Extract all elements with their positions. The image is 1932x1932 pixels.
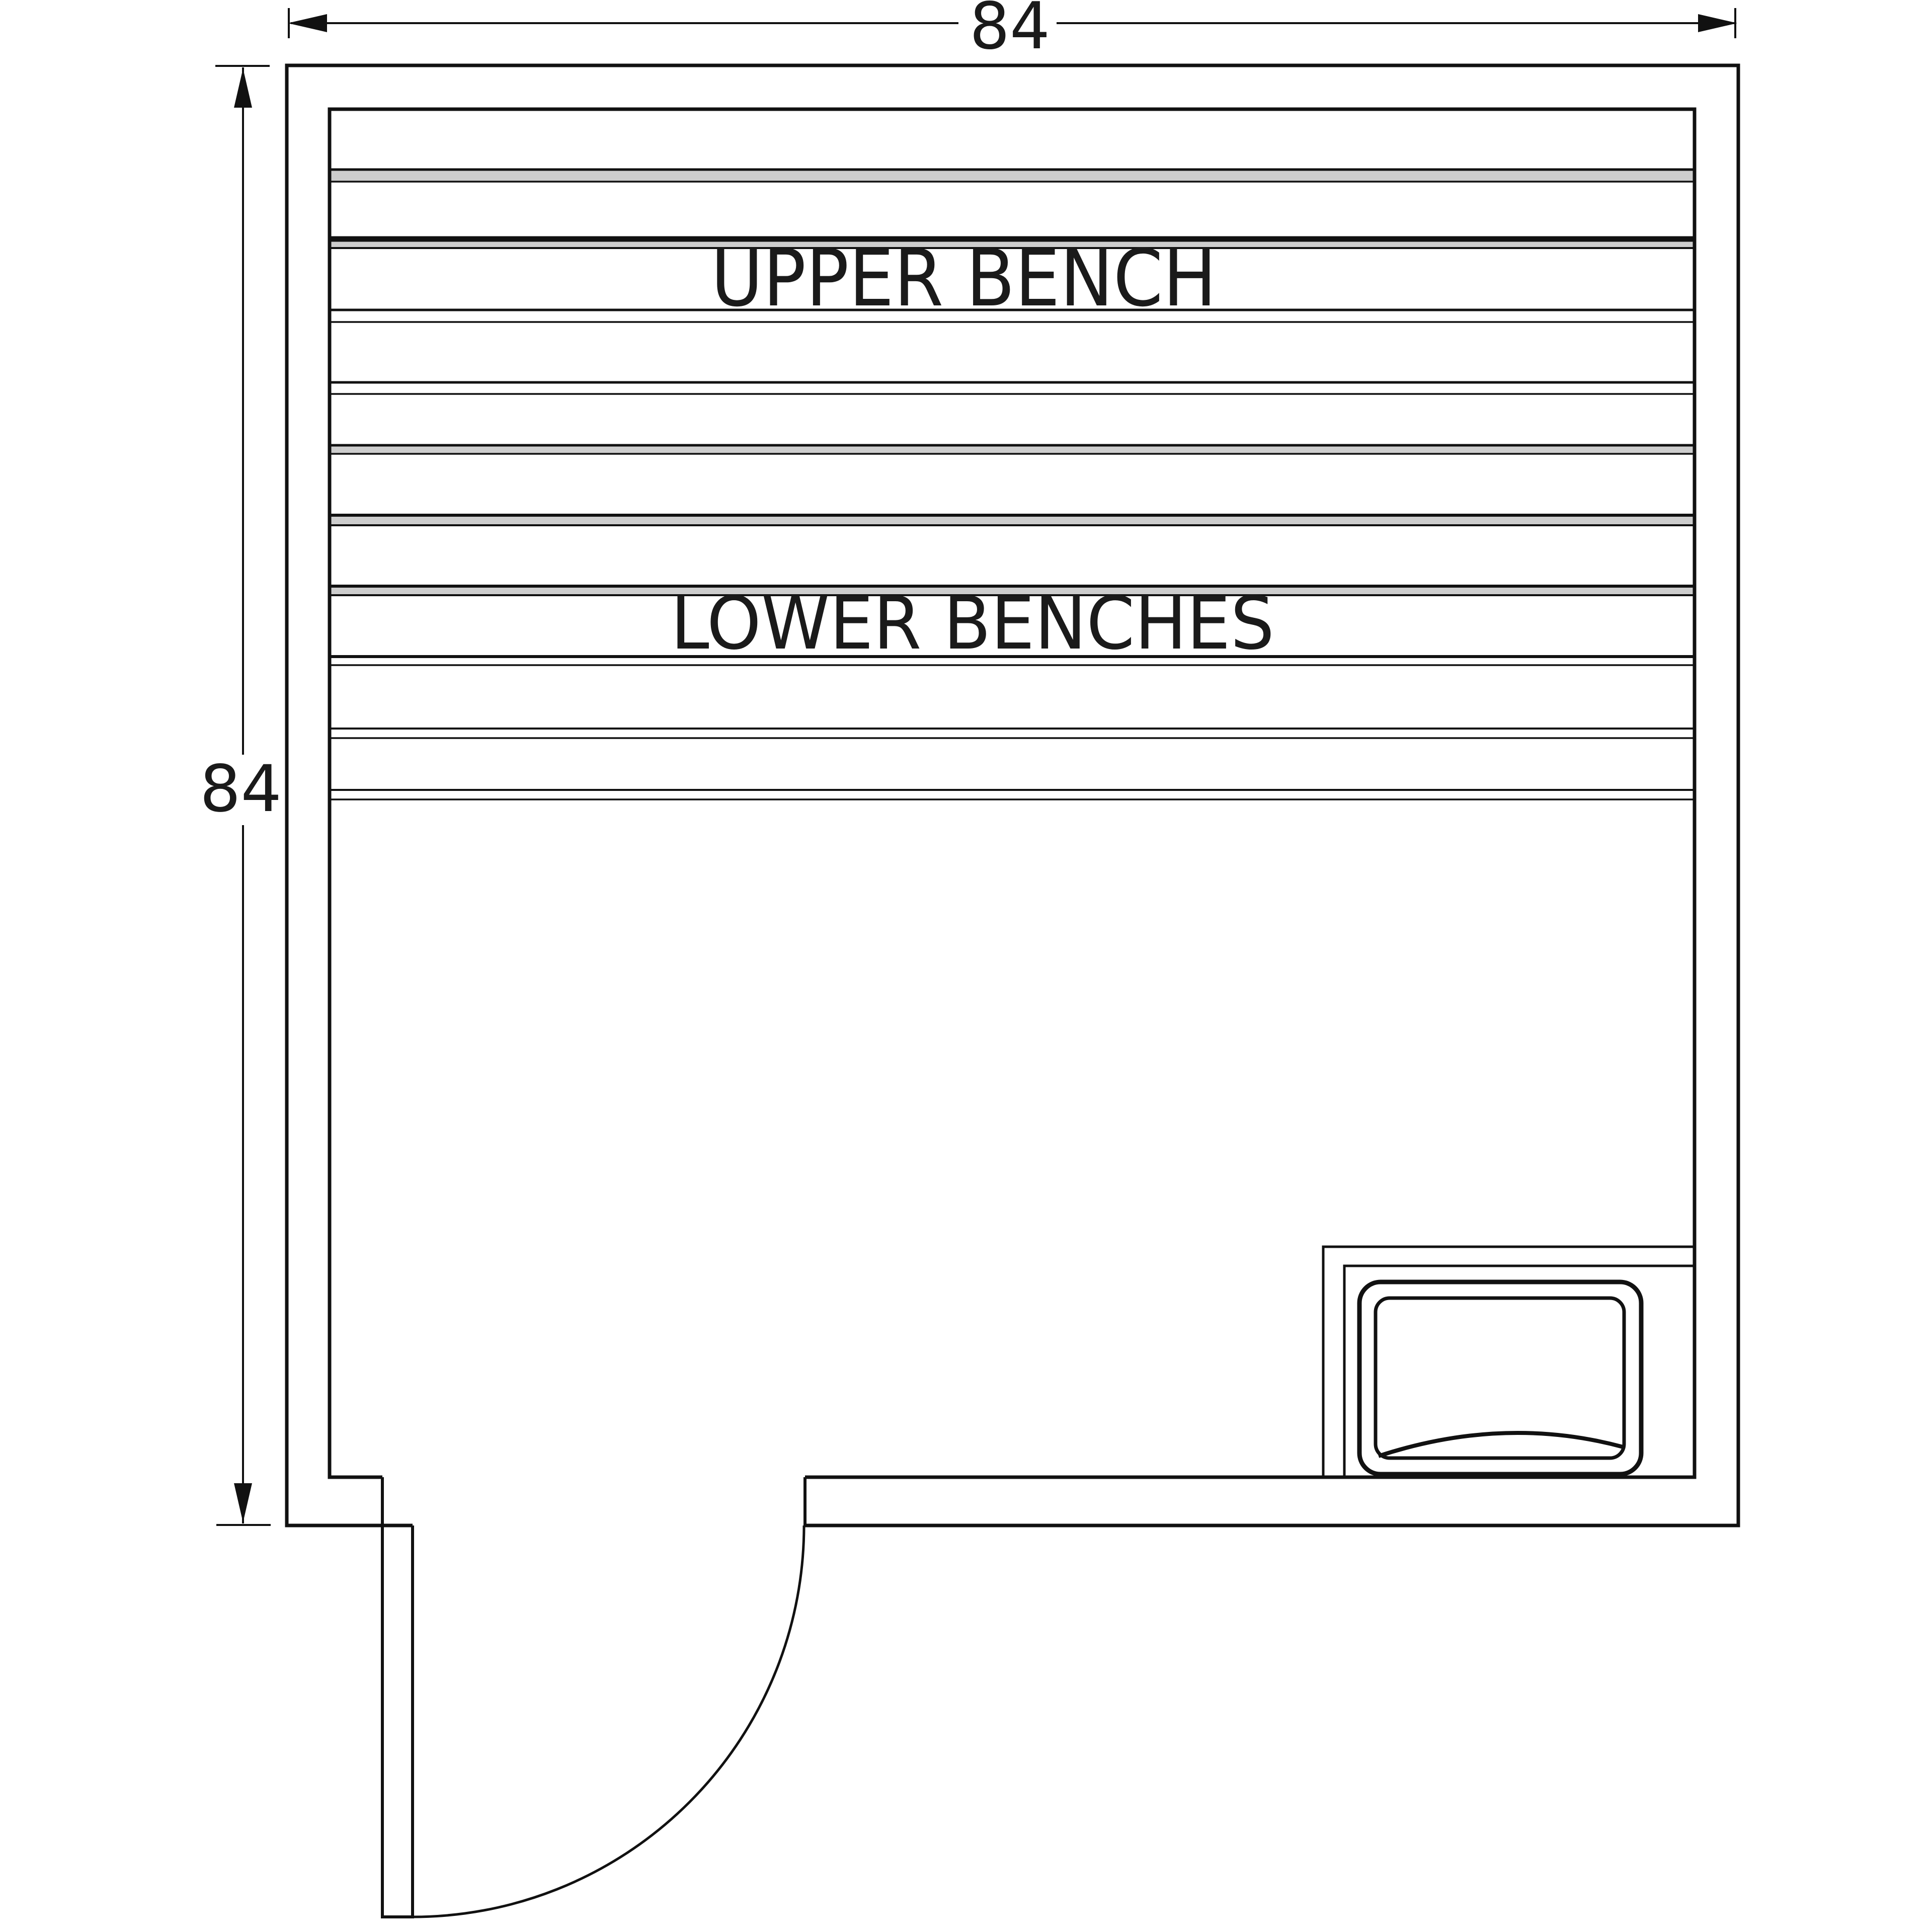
dim-arrow-right [1698,14,1737,32]
upper-bench-label: UPPER BENCH [711,232,1217,324]
heater-rock [1568,1303,1620,1355]
heater-rock [1391,1337,1446,1393]
dim-arrow-up [234,68,252,108]
lower-benches-label: LOWER BENCHES [671,581,1274,666]
inner-wall-outline [328,107,1697,1479]
door-swing-arc [412,1525,806,1918]
plank-shade [330,586,1695,595]
dim-width-label: 84 [970,0,1050,64]
plank-shade [330,170,1695,182]
plan-drawing [215,8,1740,1918]
heater-rock [1531,1386,1580,1435]
heater-guard-outer [1322,1245,1695,1477]
plank-shade [330,445,1695,454]
plank-shade [330,515,1695,525]
outer-wall-outline [285,63,1740,1527]
heater-guard-inner [1343,1264,1695,1477]
dim-height-label: 84 [200,752,282,827]
heater-rock [1440,1380,1487,1426]
heater-rock-front-arc [1378,1430,1624,1458]
heater-body-outer [1357,1279,1644,1477]
heater-rock-mask [1379,1432,1623,1458]
heater-body-inner [1374,1296,1626,1460]
heater-rock [1481,1308,1531,1357]
dim-arrow-left [288,14,327,32]
door-leaf [381,1477,414,1918]
dim-arrow-down [234,1483,252,1522]
heater-rock [1570,1354,1622,1406]
heater-rock [1379,1379,1429,1429]
heater-rock [1586,1401,1620,1435]
plan-labels: 84 84 UPPER BENCH LOWER BENCHES [200,0,1274,827]
heater-rock [1478,1353,1527,1403]
heater-rock [1525,1323,1571,1369]
heater-rock [1439,1321,1492,1373]
